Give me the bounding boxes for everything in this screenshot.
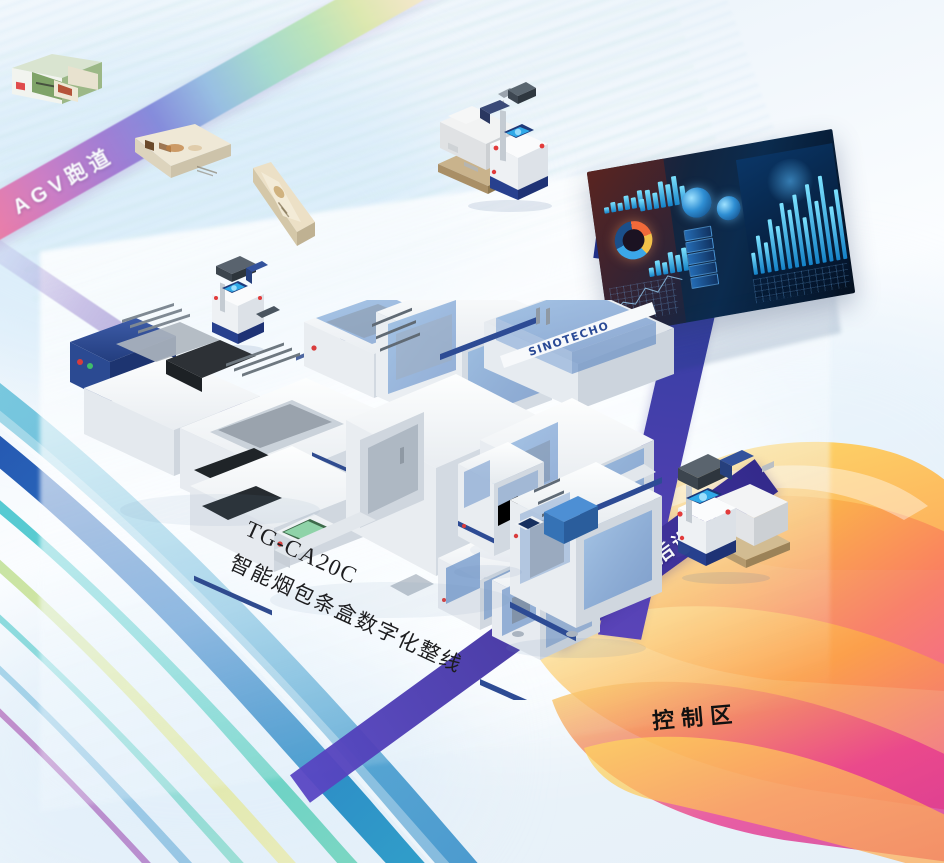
green-packs-svg — [12, 54, 102, 104]
agv-right-svg — [677, 450, 790, 584]
agv-robot-top[interactable] — [424, 78, 569, 218]
globe-widget-2 — [715, 194, 743, 223]
tall-carton-svg — [253, 162, 315, 246]
cream-carton-svg — [135, 124, 231, 178]
front-machine-cluster — [448, 420, 678, 685]
green-cigarette-packs — [6, 46, 116, 108]
line-chart-widget — [612, 275, 683, 315]
production-data-dashboard — [586, 128, 856, 337]
bar-chart-main — [742, 173, 848, 276]
bar-chart-mid — [636, 174, 687, 212]
tall-beige-carton — [249, 160, 317, 246]
cream-carton-flat — [133, 122, 231, 182]
agv-robot-right[interactable] — [664, 442, 799, 592]
control-zone-label: 控制区 — [651, 701, 741, 734]
front-cluster-svg — [454, 442, 662, 658]
agv-top-svg — [438, 82, 552, 212]
